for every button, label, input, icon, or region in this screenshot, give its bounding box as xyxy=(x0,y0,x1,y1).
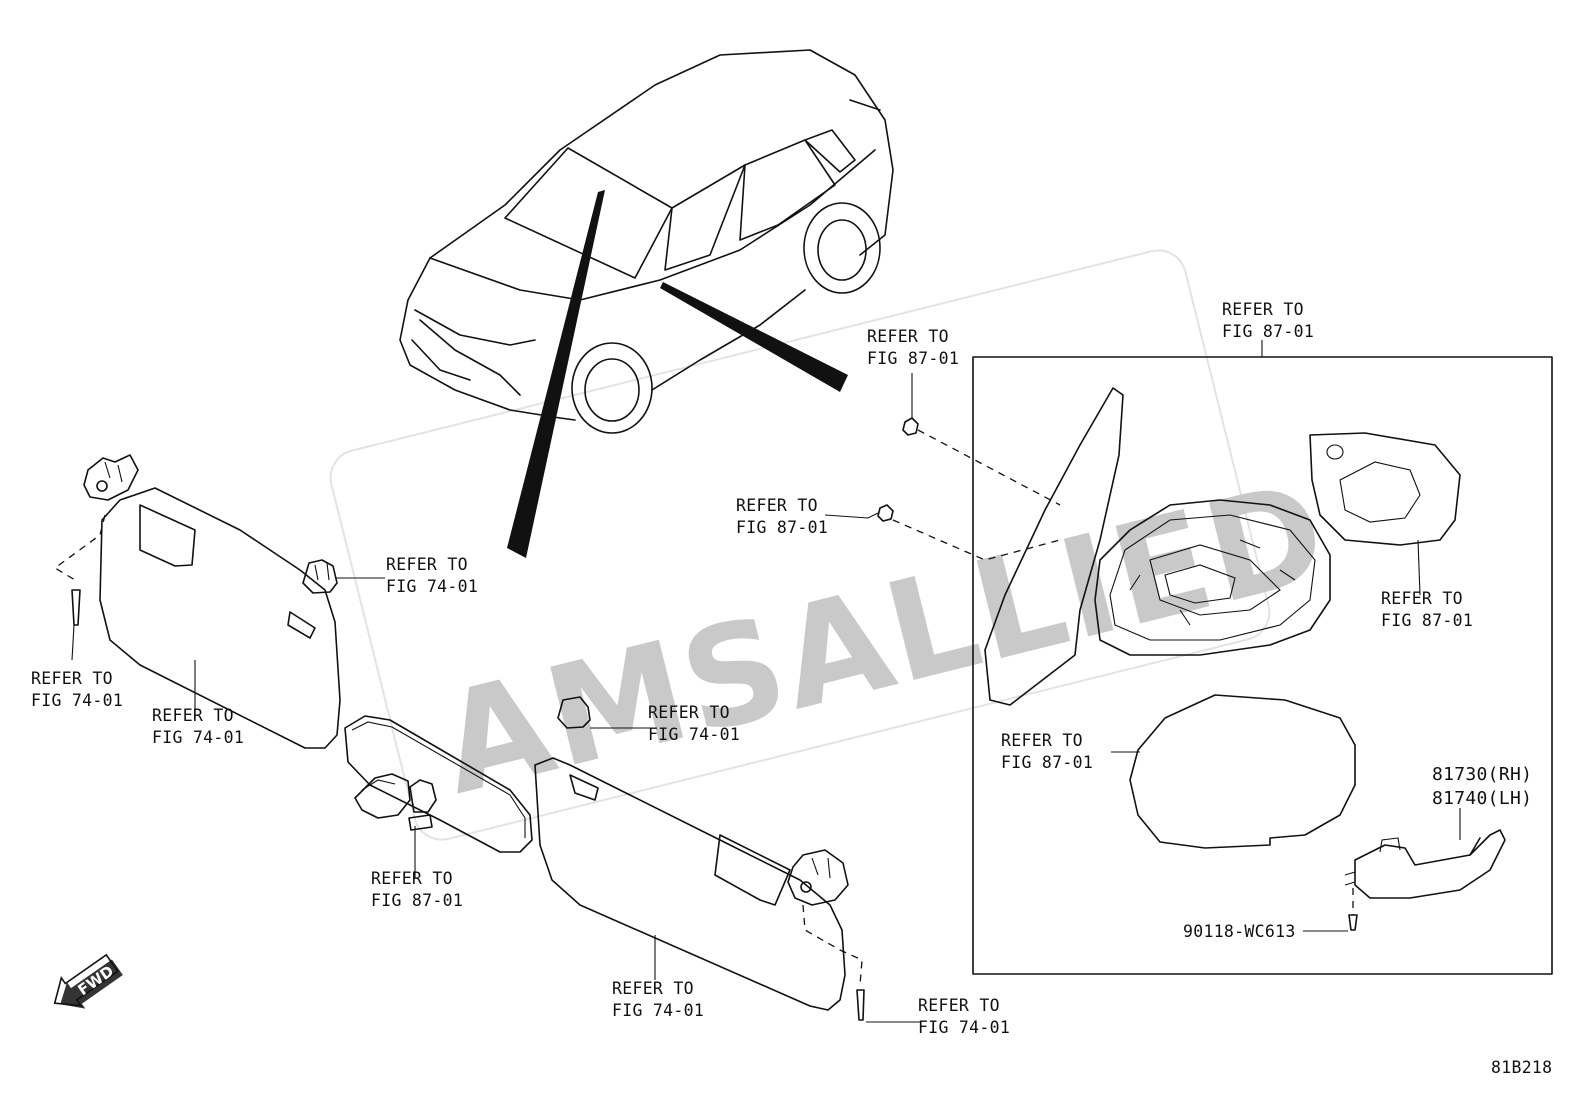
callout-line2: FIG 74-01 xyxy=(386,577,478,596)
callout-line2: FIG 74-01 xyxy=(648,725,740,744)
watermark: AMSALLIED xyxy=(329,249,1342,841)
part-number-81730-rh: 81730(RH) xyxy=(1432,764,1532,785)
callout-line2: FIG 87-01 xyxy=(1001,753,1093,772)
callout-line2: FIG 87-01 xyxy=(736,518,828,537)
inner-rear-view-mirror xyxy=(344,696,591,853)
callout-line1: REFER TO xyxy=(1001,731,1083,750)
vehicle-illustration xyxy=(399,49,894,434)
callout-visor-rh: REFER TO FIG 74-01 xyxy=(612,979,704,1020)
callout-line2: FIG 74-01 xyxy=(31,691,123,710)
callout-mirror-nut-lower: REFER TO FIG 87-01 xyxy=(736,496,828,537)
pointer-wedge-mirror xyxy=(660,282,848,392)
callout-visor-holder-rh: REFER TO FIG 74-01 xyxy=(648,703,740,744)
callout-mirror-glass: REFER TO FIG 87-01 xyxy=(1381,589,1473,630)
outside-mirror-assembly xyxy=(984,387,1506,931)
callout-line2: FIG 87-01 xyxy=(867,349,959,368)
callout-outside-mirror: REFER TO FIG 87-01 xyxy=(1222,300,1314,341)
callout-line2: FIG 74-01 xyxy=(918,1018,1010,1037)
part-number-81740-lh: 81740(LH) xyxy=(1432,788,1532,809)
callout-line1: REFER TO xyxy=(867,327,949,346)
callout-line1: REFER TO xyxy=(648,703,730,722)
callout-line1: REFER TO xyxy=(371,869,453,888)
pointer-wedge-sunvisor xyxy=(507,190,605,558)
diagram-code: 81B218 xyxy=(1491,1058,1552,1077)
fwd-arrow: FWD xyxy=(53,953,123,1009)
callout-line2: FIG 87-01 xyxy=(1222,322,1314,341)
callout-line1: REFER TO xyxy=(918,996,1000,1015)
callout-line2: FIG 74-01 xyxy=(612,1001,704,1020)
sun-visor-rh xyxy=(534,757,865,1021)
part-number-screw: 90118-WC613 xyxy=(1183,922,1296,941)
callout-line2: FIG 87-01 xyxy=(371,891,463,910)
leader-lines xyxy=(71,340,1461,1023)
callout-mirror-cover: REFER TO FIG 87-01 xyxy=(1001,731,1093,772)
callout-line1: REFER TO xyxy=(1381,589,1463,608)
callout-line1: REFER TO xyxy=(386,555,468,574)
callout-line1: REFER TO xyxy=(152,706,234,725)
callout-visor-holder-lh: REFER TO FIG 74-01 xyxy=(386,555,478,596)
callout-line1: REFER TO xyxy=(736,496,818,515)
callout-line1: REFER TO xyxy=(1222,300,1304,319)
callout-mirror-nut-upper: REFER TO FIG 87-01 xyxy=(867,327,959,368)
callout-visor-lh: REFER TO FIG 74-01 xyxy=(152,706,244,747)
callout-line2: FIG 87-01 xyxy=(1381,611,1473,630)
callout-line2: FIG 74-01 xyxy=(152,728,244,747)
callout-visor-screw-rh: REFER TO FIG 74-01 xyxy=(918,996,1010,1037)
sun-visor-lh xyxy=(53,454,341,749)
callout-inner-mirror: REFER TO FIG 87-01 xyxy=(371,869,463,910)
callout-line1: REFER TO xyxy=(612,979,694,998)
callout-line1: REFER TO xyxy=(31,669,113,688)
callout-visor-screw-lh: REFER TO FIG 74-01 xyxy=(31,669,123,710)
